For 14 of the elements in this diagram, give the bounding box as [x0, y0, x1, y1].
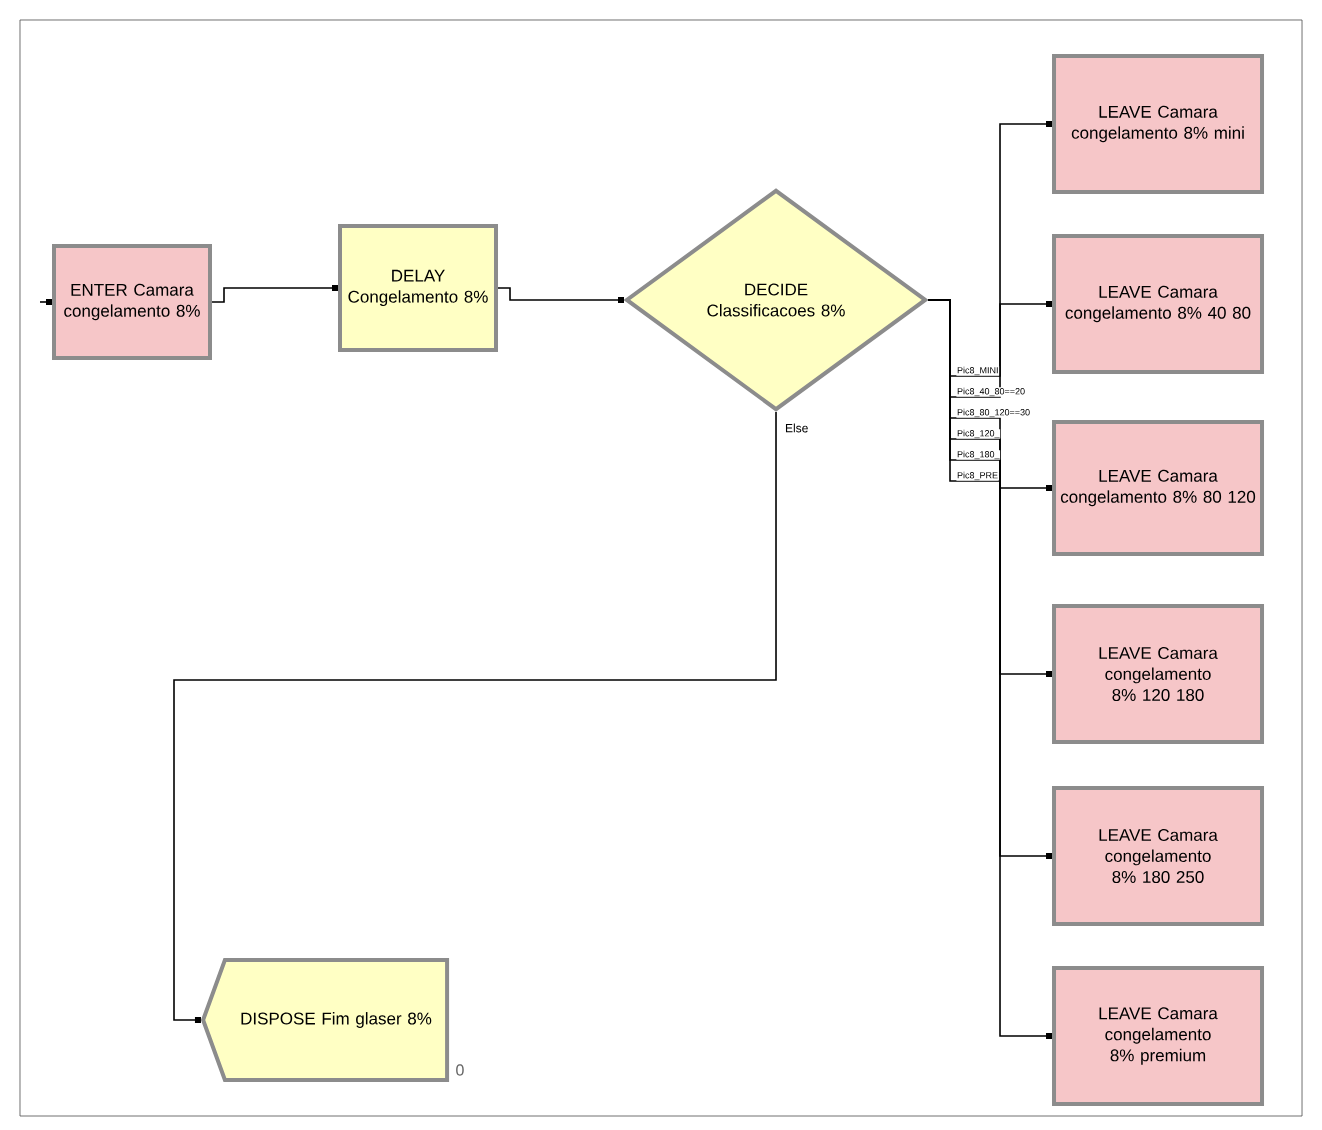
- connector: [173, 411, 777, 1023]
- process-box: LEAVE Camara congelamento 8% mini: [1052, 54, 1264, 194]
- process-box: ENTER Camara congelamento 8%: [52, 244, 212, 360]
- connector: [497, 287, 624, 303]
- process-box: LEAVE Camara congelamento 8% 80 120: [1052, 420, 1264, 556]
- connector: [927, 299, 1052, 1039]
- counter-label: 0: [456, 1064, 464, 1076]
- process-box: LEAVE Camara congelamento 8% 120 180: [1052, 604, 1264, 744]
- process-box: LEAVE Camara congelamento 8% 40 80: [1052, 234, 1264, 374]
- connector: [211, 285, 338, 303]
- process-box: DELAY Congelamento 8%: [338, 224, 498, 352]
- process-box: LEAVE Camara congelamento 8% 180 250: [1052, 786, 1264, 926]
- connector: [39, 299, 52, 305]
- process-box: LEAVE Camara congelamento 8% premium: [1052, 966, 1264, 1106]
